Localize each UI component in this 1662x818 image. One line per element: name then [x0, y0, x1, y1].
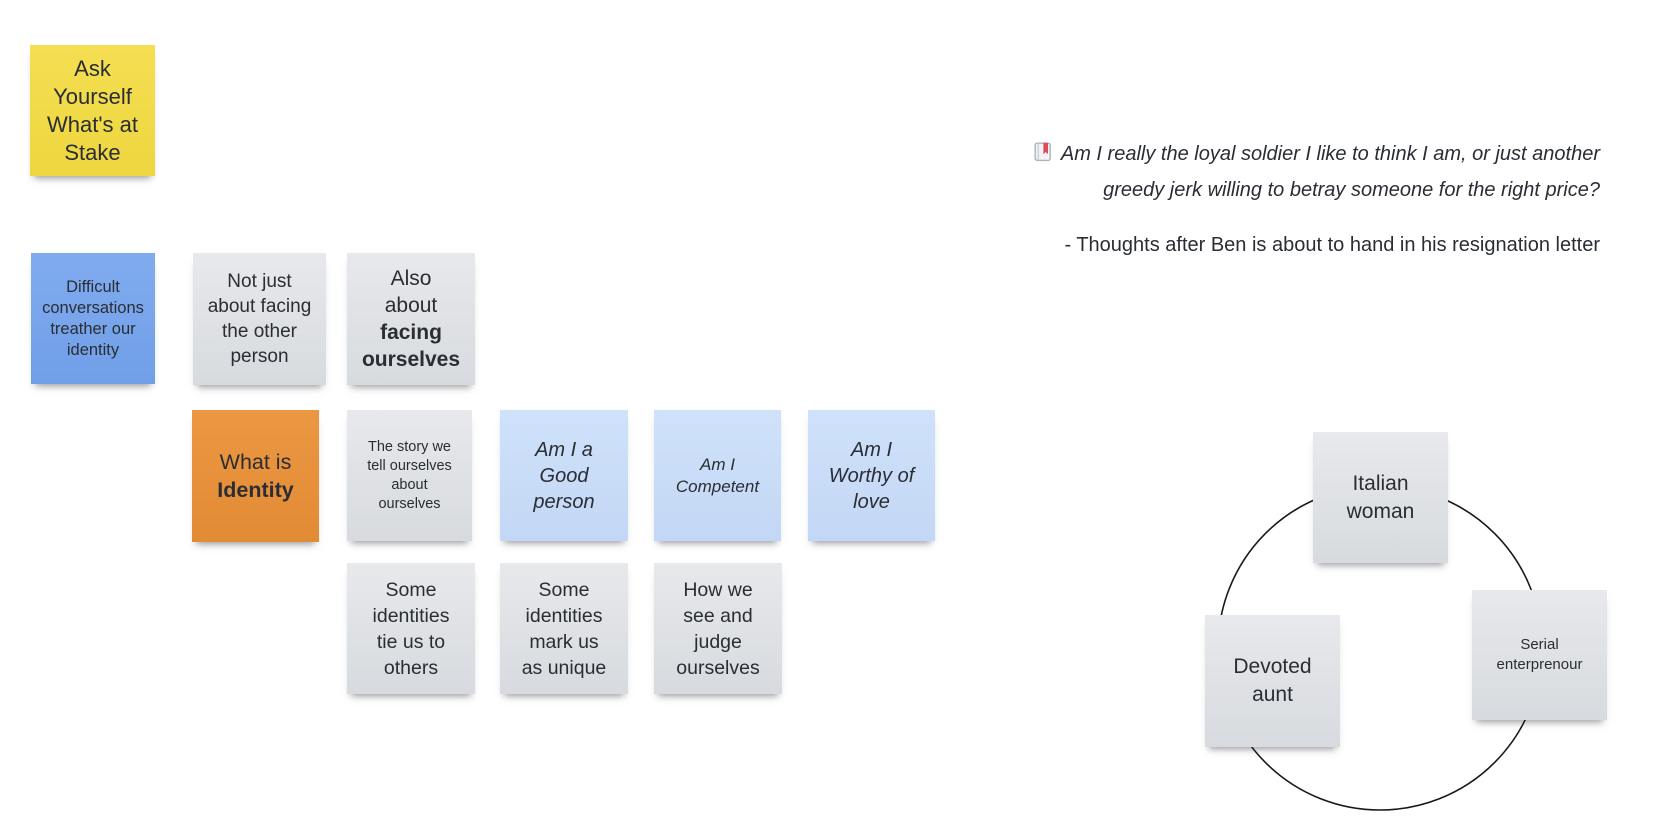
- sticky-note-text: Am I Worthy of love: [828, 438, 915, 513]
- sticky-note-am-i-worthy-of-love[interactable]: Am I Worthy of love: [808, 410, 935, 541]
- sticky-note-am-i-a-good-person[interactable]: Am I a Good person: [500, 410, 628, 541]
- sticky-note-text: Serial enterprenour: [1496, 636, 1583, 673]
- quote-line-1-text: Am I really the loyal soldier I like to …: [1060, 143, 1600, 165]
- sticky-note-identities-mark-us[interactable]: Some identities mark us as unique: [500, 563, 628, 694]
- sticky-note-text: The story we tell ourselves about oursel…: [367, 438, 452, 512]
- sticky-note-am-i-competent[interactable]: Am I Competent: [654, 410, 781, 541]
- sticky-note-text: Some identities mark us as unique: [521, 578, 607, 679]
- sticky-note-text: How we see and judge ourselves: [676, 578, 760, 679]
- sticky-note-italian-woman[interactable]: Italian woman: [1313, 432, 1448, 563]
- sticky-note-text: Not just about facing the other person: [207, 271, 312, 367]
- sticky-note-text: Devoted aunt: [1233, 655, 1312, 706]
- sticky-note-what-is-identity[interactable]: What is Identity: [192, 410, 319, 542]
- sticky-note-text: Some identities tie us to others: [372, 578, 450, 679]
- sticky-note-not-just-about-facing[interactable]: Not just about facing the other person: [193, 253, 326, 385]
- sticky-note-ask-yourself[interactable]: Ask Yourself What's at Stake: [30, 45, 155, 176]
- sticky-note-text: Italian woman: [1346, 471, 1415, 523]
- sticky-note-text: Am I a Good person: [533, 438, 595, 513]
- sticky-note-story-we-tell-ourselves[interactable]: The story we tell ourselves about oursel…: [347, 410, 472, 541]
- sticky-note-how-we-see-and-judge[interactable]: How we see and judge ourselves: [654, 563, 782, 694]
- quote-line-1: Am I really the loyal soldier I like to …: [840, 138, 1600, 174]
- attribution-text[interactable]: - Thoughts after Ben is about to hand in…: [1064, 234, 1600, 256]
- sticky-note-text: Difficult conversations treather our ide…: [42, 277, 144, 359]
- sticky-note-difficult-conversations[interactable]: Difficult conversations treather our ide…: [31, 253, 155, 384]
- sticky-note-text: Also about facing ourselves: [361, 267, 461, 371]
- sticky-note-text: Am I Competent: [675, 454, 760, 496]
- sticky-note-serial-enterprenour[interactable]: Serial enterprenour: [1472, 590, 1607, 720]
- sticky-note-identities-tie-us[interactable]: Some identities tie us to others: [347, 563, 475, 694]
- sticky-note-devoted-aunt[interactable]: Devoted aunt: [1205, 615, 1340, 747]
- book-with-red-bookmark-icon: [1034, 141, 1052, 174]
- sticky-note-text: Ask Yourself What's at Stake: [46, 55, 138, 165]
- quote-text[interactable]: Am I really the loyal soldier I like to …: [840, 138, 1600, 207]
- sticky-note-text: What is Identity: [217, 450, 294, 502]
- quote-line-2: greedy jerk willing to betray someone fo…: [1103, 179, 1600, 201]
- sticky-note-also-about-facing-ourselves[interactable]: Also about facing ourselves: [347, 253, 475, 385]
